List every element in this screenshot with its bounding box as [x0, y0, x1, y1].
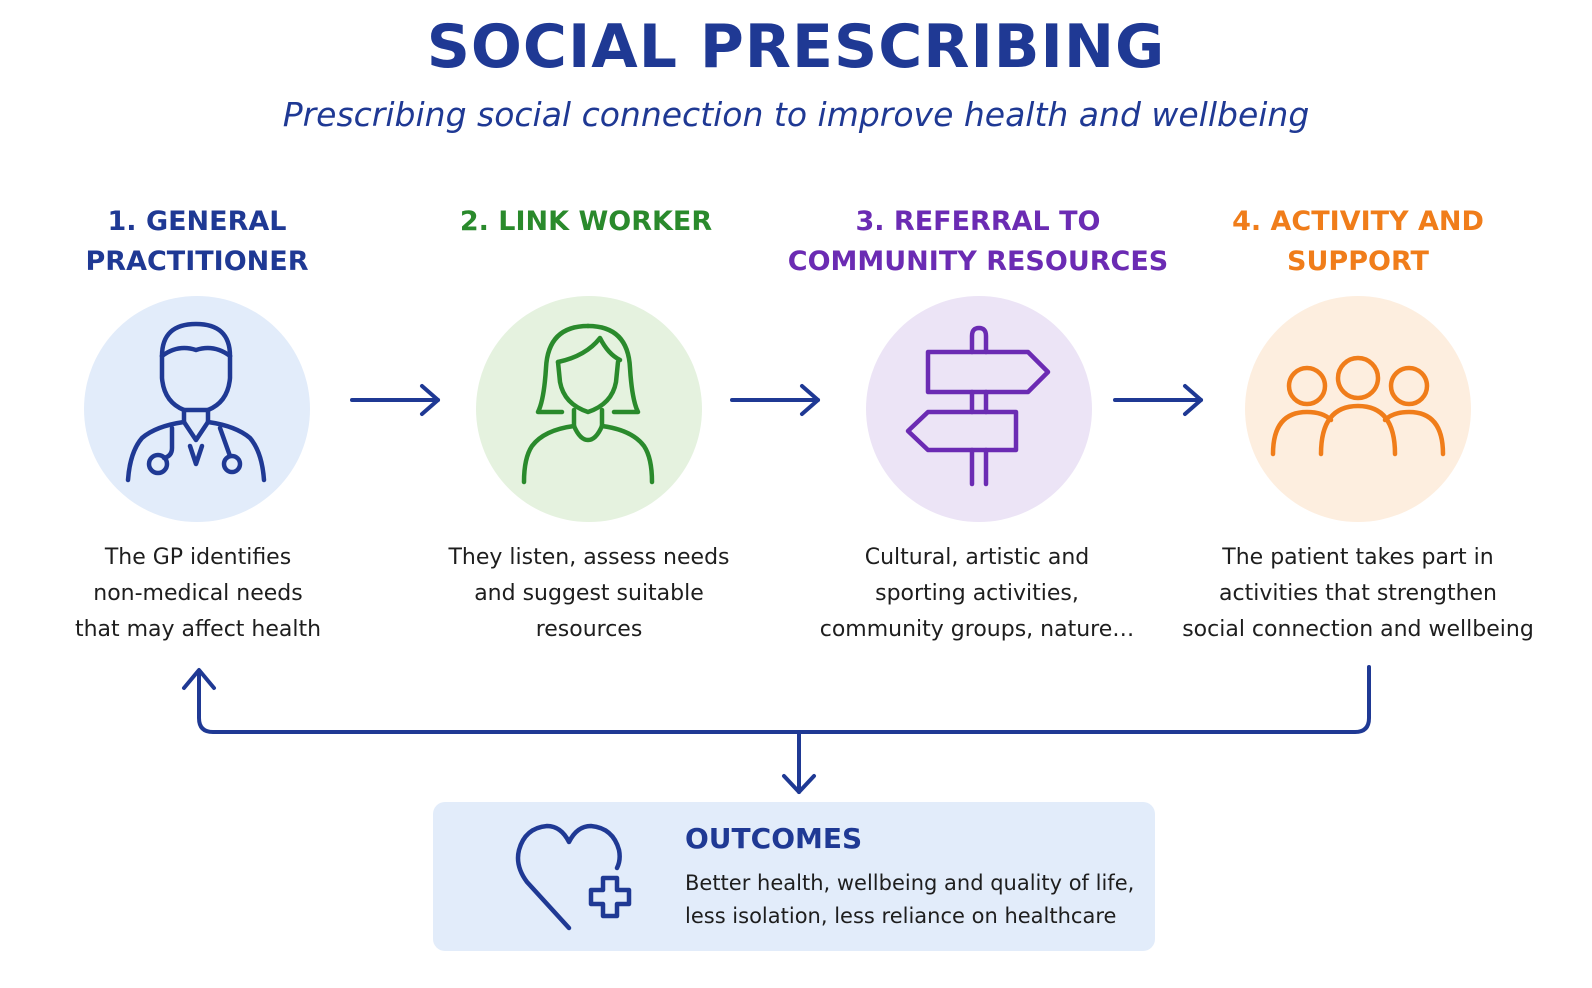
step-icon-circle: [84, 296, 310, 522]
step-description: The GP identifies non-medical needs that…: [74, 545, 322, 642]
arrow-right-icon: [350, 384, 440, 416]
step-title: 4. ACTIVITY AND SUPPORT: [1232, 206, 1484, 277]
step-description: Cultural, artistic and sporting activiti…: [819, 545, 1135, 642]
step-title: 1. GENERAL PRACTITIONER: [85, 206, 309, 277]
step-title: 3. REFERRAL TO COMMUNITY RESOURCES: [787, 206, 1169, 277]
page-title: SOCIAL PRESCRIBING: [426, 12, 1166, 82]
group-icon: [1270, 355, 1446, 457]
step-icon-circle: [866, 296, 1092, 522]
step-title: 2. LINK WORKER: [459, 206, 713, 237]
outcomes-title: OUTCOMES: [685, 822, 863, 855]
arrow-right-icon: [730, 384, 820, 416]
doctor-icon: [125, 321, 267, 483]
arrow-right-icon: [1113, 384, 1203, 416]
step-description: The patient takes part in activities tha…: [1182, 545, 1534, 642]
heart-plus-icon: [515, 823, 632, 931]
step-icon-circle: [476, 296, 702, 522]
link-worker-icon: [521, 323, 655, 485]
page-subtitle: Prescribing social connection to improve…: [282, 95, 1310, 134]
signpost-icon: [905, 325, 1051, 487]
outcomes-panel: OUTCOMES Better health, wellbeing and qu…: [433, 802, 1155, 951]
outcomes-text: Better health, wellbeing and quality of …: [685, 871, 1135, 928]
step-description: They listen, assess needs and suggest su…: [448, 545, 730, 642]
step-icon-circle: [1245, 296, 1471, 522]
